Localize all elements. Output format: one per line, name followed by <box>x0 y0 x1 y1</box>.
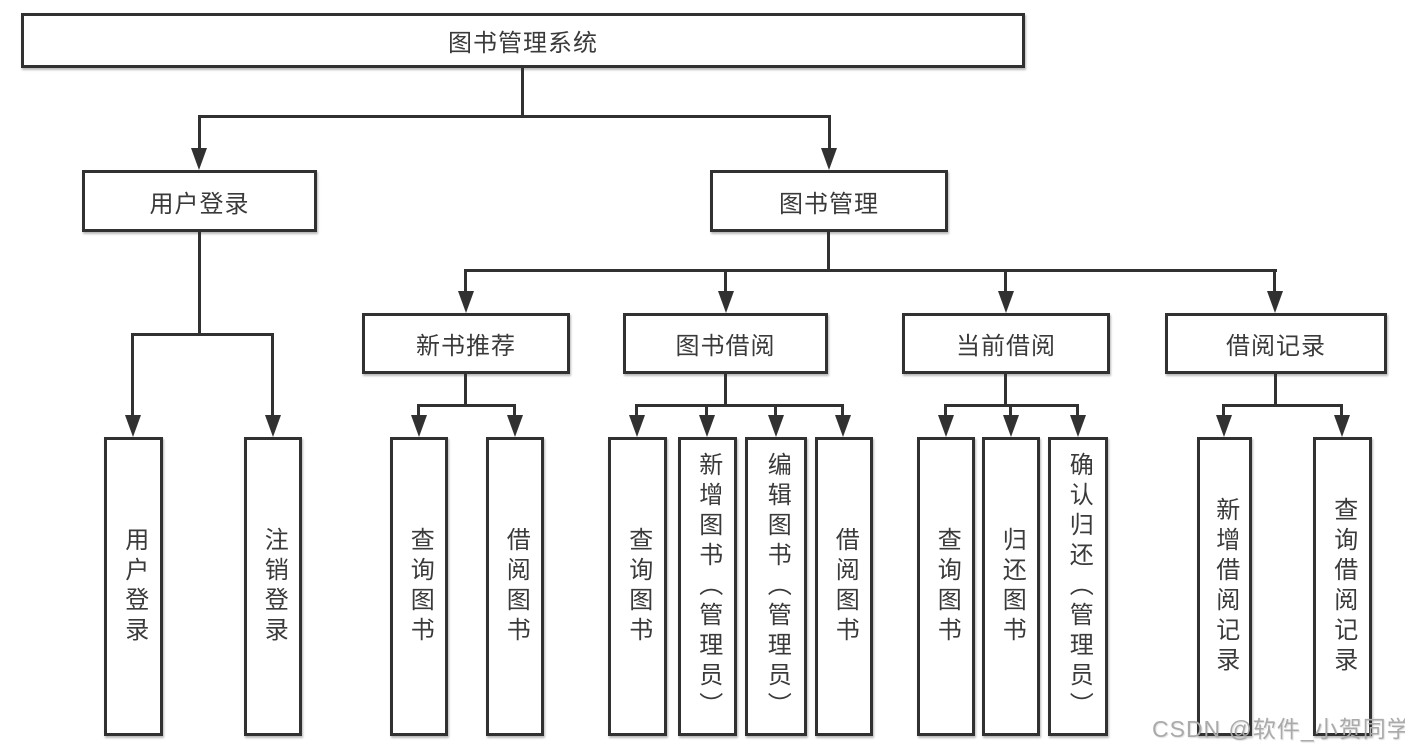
edge-current-trunk <box>1004 374 1007 407</box>
leaf-borrow-books-recommend-label: 借阅图书 <box>502 526 530 647</box>
edge-user-login-trunk <box>198 232 201 336</box>
leaf-logout-label: 注销登录 <box>260 526 288 647</box>
edge-drop-book-borrowing <box>724 269 727 291</box>
edge-drop-bw-borrow <box>841 404 844 415</box>
arrowhead-cb-return <box>1003 415 1019 437</box>
arrowhead-leaf-logout <box>265 415 281 437</box>
leaf-query-borrow-record: 查询借阅记录 <box>1313 437 1372 736</box>
arrowhead-bw-query <box>629 415 645 437</box>
arrowhead-current-borrowing <box>998 291 1014 313</box>
edge-borrowing-trunk <box>724 374 727 407</box>
leaf-query-borrow-record-label: 查询借阅记录 <box>1329 496 1357 677</box>
arrowhead-leaf-user-login <box>125 415 141 437</box>
edge-drop-new-book <box>464 269 467 291</box>
arrowhead-bw-add <box>699 415 715 437</box>
leaf-edit-book-admin: 编辑图书（管理员） <box>745 437 807 736</box>
leaf-query-books-recommend: 查询图书 <box>390 437 448 736</box>
edge-book-management-trunk <box>827 232 830 272</box>
arrowhead-nb-borrow <box>507 415 523 437</box>
edge-drop-bw-query <box>635 404 638 415</box>
arrowhead-user-login <box>191 148 207 170</box>
leaf-confirm-return-admin: 确认归还（管理员） <box>1048 437 1108 736</box>
edge-new-book-hbar <box>417 404 516 407</box>
node-root-label: 图书管理系统 <box>448 30 598 57</box>
edge-root-trunk <box>521 68 524 118</box>
edge-drop-cb-return <box>1009 404 1012 415</box>
arrowhead-br-query <box>1334 415 1350 437</box>
node-new-book-recommend-label: 新书推荐 <box>416 333 516 360</box>
edge-book-management-hbar <box>465 269 1277 272</box>
arrowhead-cb-query <box>938 415 954 437</box>
leaf-query-books-borrowing: 查询图书 <box>608 437 667 736</box>
leaf-edit-book-admin-label: 编辑图书（管理员） <box>763 451 791 722</box>
arrowhead-bw-borrow <box>835 415 851 437</box>
leaf-return-books-label: 归还图书 <box>998 526 1026 647</box>
node-book-management: 图书管理 <box>710 170 948 232</box>
arrowhead-new-book <box>458 291 474 313</box>
edge-drop-cb-confirm <box>1076 404 1079 415</box>
leaf-confirm-return-admin-label: 确认归还（管理员） <box>1065 451 1093 722</box>
edge-records-hbar <box>1224 404 1343 407</box>
edge-drop-cb-query <box>944 404 947 415</box>
edge-root-hbar <box>198 115 831 118</box>
node-current-borrowing: 当前借阅 <box>902 313 1110 374</box>
arrowhead-bw-edit <box>768 415 784 437</box>
arrowhead-nb-query <box>411 415 427 437</box>
leaf-borrow-books-borrowing: 借阅图书 <box>815 437 873 736</box>
edge-new-book-trunk <box>464 374 467 407</box>
edge-drop-leaf-user-login <box>131 333 134 415</box>
leaf-user-login-label: 用户登录 <box>120 526 148 647</box>
node-book-management-label: 图书管理 <box>779 190 879 218</box>
edge-borrowing-hbar <box>636 404 844 407</box>
arrowhead-borrowing-records <box>1267 291 1283 313</box>
leaf-return-books: 归还图书 <box>982 437 1040 736</box>
leaf-add-borrow-record: 新增借阅记录 <box>1197 437 1252 736</box>
leaf-add-borrow-record-label: 新增借阅记录 <box>1211 496 1239 677</box>
edge-drop-nb-query <box>417 404 420 415</box>
edge-user-login-hbar <box>132 333 274 336</box>
arrowhead-book-borrowing <box>718 291 734 313</box>
leaf-add-book-admin: 新增图书（管理员） <box>678 437 737 736</box>
leaf-borrow-books-recommend: 借阅图书 <box>486 437 544 736</box>
edge-drop-book-management <box>828 115 831 148</box>
leaf-query-books-current-label: 查询图书 <box>933 526 961 647</box>
edge-drop-current-borrowing <box>1004 269 1007 291</box>
edge-drop-user-login <box>198 115 201 148</box>
edge-drop-nb-borrow <box>513 404 516 415</box>
edge-drop-br-query <box>1340 404 1343 415</box>
leaf-query-books-current: 查询图书 <box>917 437 975 736</box>
watermark-text: CSDN @软件_小贺同学 <box>1152 716 1405 742</box>
leaf-user-login: 用户登录 <box>104 437 163 736</box>
leaf-add-book-admin-label: 新增图书（管理员） <box>694 451 722 722</box>
leaf-logout: 注销登录 <box>244 437 302 736</box>
arrowhead-book-management <box>821 148 837 170</box>
node-borrowing-records-label: 借阅记录 <box>1226 333 1326 360</box>
edge-records-trunk <box>1274 374 1277 407</box>
node-root: 图书管理系统 <box>21 13 1025 68</box>
node-book-borrowing-label: 图书借阅 <box>675 333 776 360</box>
edge-drop-leaf-logout <box>271 333 274 415</box>
leaf-query-books-borrowing-label: 查询图书 <box>624 526 652 647</box>
edge-drop-borrowing-records <box>1273 269 1276 291</box>
arrowhead-cb-confirm <box>1070 415 1086 437</box>
edge-drop-br-add <box>1222 404 1225 415</box>
node-user-login: 用户登录 <box>82 170 317 232</box>
arrowhead-br-add <box>1216 415 1232 437</box>
node-borrowing-records: 借阅记录 <box>1165 313 1387 374</box>
edge-drop-bw-edit <box>774 404 777 415</box>
node-user-login-label: 用户登录 <box>149 190 250 218</box>
leaf-query-books-recommend-label: 查询图书 <box>406 526 434 647</box>
edge-drop-bw-add <box>705 404 708 415</box>
leaf-borrow-books-borrowing-label: 借阅图书 <box>831 526 859 647</box>
node-current-borrowing-label: 当前借阅 <box>956 333 1056 360</box>
node-book-borrowing: 图书借阅 <box>623 313 828 374</box>
node-new-book-recommend: 新书推荐 <box>362 313 570 374</box>
